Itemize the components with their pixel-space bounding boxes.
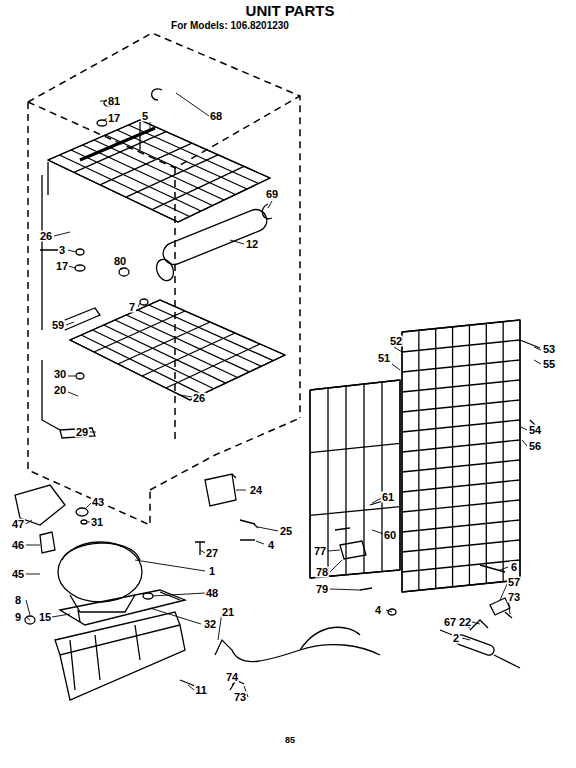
- callout-number: 4: [267, 540, 275, 551]
- callout-number: 69: [265, 189, 279, 200]
- callout-number: 60: [383, 530, 397, 541]
- callout-number: 12: [245, 239, 259, 250]
- callout-number: 51: [377, 353, 391, 364]
- callout-number: 53: [542, 344, 556, 355]
- callout-number: 2: [452, 633, 460, 644]
- callout-number: 22: [458, 617, 472, 628]
- callout-number: 31: [90, 517, 104, 528]
- callout-number: 24: [249, 485, 263, 496]
- callout-number: 26: [192, 393, 206, 404]
- callout-number: 59: [51, 320, 65, 331]
- callout-number: 73: [507, 592, 521, 603]
- callout-number: 7: [128, 302, 136, 313]
- callout-number: 17: [107, 113, 121, 124]
- callout-number: 4: [374, 605, 382, 616]
- callout-number: 20: [53, 385, 67, 396]
- callout-number: 9: [14, 612, 22, 623]
- callout-number: 61: [381, 492, 395, 503]
- callout-number: 77: [313, 546, 327, 557]
- callout-number: 47: [11, 519, 25, 530]
- callout-number: 15: [38, 612, 52, 623]
- callout-number: 79: [315, 584, 329, 595]
- callout-number: 74: [225, 672, 239, 683]
- callout-number: 1: [208, 566, 216, 577]
- callout-number: 78: [315, 567, 329, 578]
- callout-number: 17: [55, 261, 69, 272]
- callout-number: 67: [443, 617, 457, 628]
- callout-number: 45: [11, 569, 25, 580]
- callout-number: 85: [284, 736, 296, 745]
- callout-number: 25: [279, 526, 293, 537]
- callout-number: 81: [107, 96, 121, 107]
- callout-number: 80: [113, 256, 127, 267]
- callout-number: 52: [389, 336, 403, 347]
- callout-number: 29: [75, 427, 89, 438]
- callout-number: 8: [14, 595, 22, 606]
- callout-number: 54: [528, 425, 542, 436]
- callout-number: 48: [205, 588, 219, 599]
- callout-number: 32: [203, 619, 217, 630]
- callout-number: 46: [11, 540, 25, 551]
- callout-number: 21: [221, 607, 235, 618]
- callout-number: 43: [91, 497, 105, 508]
- callout-number: 30: [53, 369, 67, 380]
- callout-number: 68: [209, 111, 223, 122]
- callout-number: 5: [141, 111, 149, 122]
- callout-number: 56: [528, 441, 542, 452]
- callout-number: 27: [205, 548, 219, 559]
- callout-number: 11: [194, 685, 208, 696]
- diagram-title: UNIT PARTS: [245, 3, 336, 18]
- callout-number: 6: [510, 562, 518, 573]
- callout-number: 55: [542, 359, 556, 370]
- callout-number: 3: [58, 245, 66, 256]
- callout-number: 73: [233, 692, 247, 703]
- callout-number: 57: [507, 577, 521, 588]
- callout-number: 26: [39, 231, 53, 242]
- model-note: For Models: 106.8201230: [170, 21, 290, 31]
